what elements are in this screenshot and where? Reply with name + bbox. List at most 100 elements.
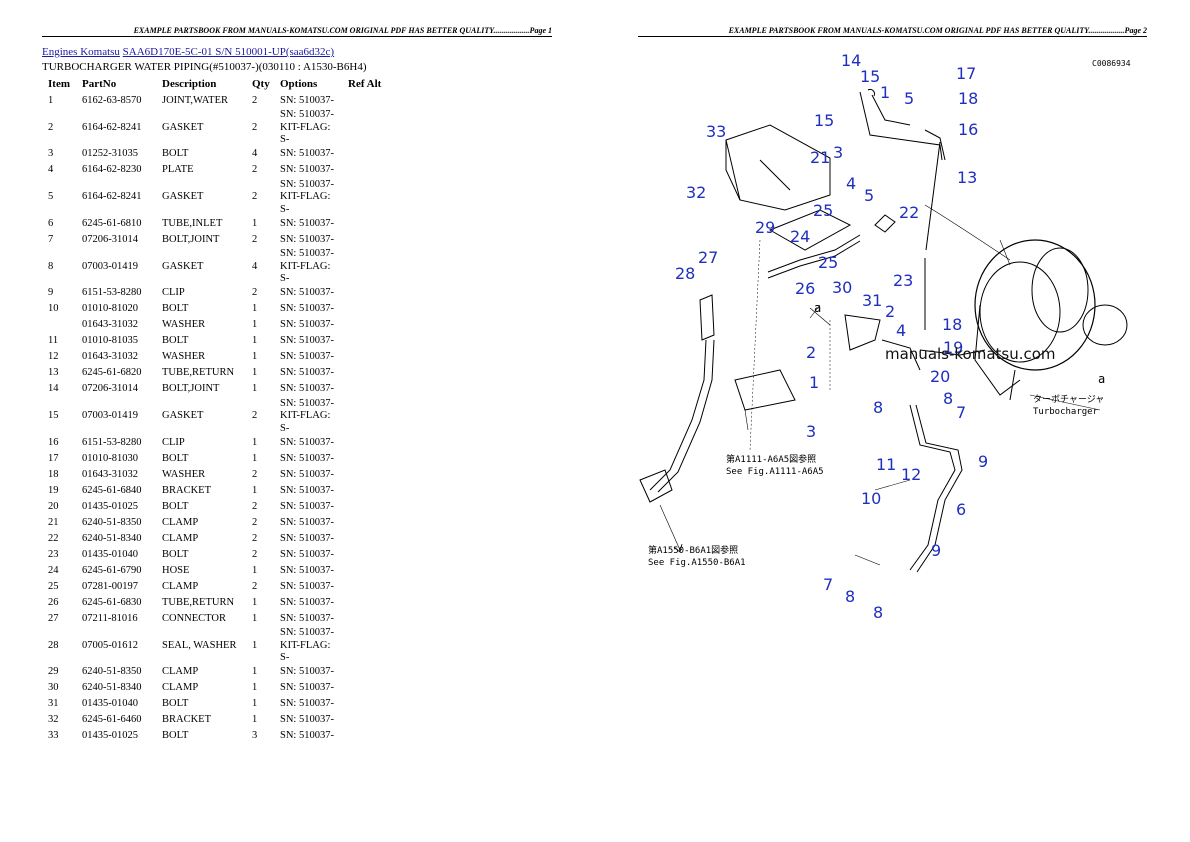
- callout-label: 23: [893, 271, 913, 290]
- callout-label: 5: [864, 186, 874, 205]
- cell-options: SN: 510037- KIT-FLAG: S-: [280, 397, 334, 434]
- breadcrumb-link-engines[interactable]: Engines Komatsu: [42, 46, 120, 58]
- column-header-ref-alt: Ref Alt: [348, 78, 382, 90]
- callout-label: 28: [675, 264, 695, 283]
- cell-ref-alt: [342, 382, 385, 398]
- cell-item: 9: [48, 287, 54, 299]
- page-header-right: EXAMPLE PARTSBOOK FROM MANUALS-KOMATSU.C…: [638, 26, 1147, 37]
- cell-ref-alt: [342, 563, 385, 579]
- cell-qty: 1: [252, 351, 258, 363]
- cell-ref-alt: [342, 179, 385, 217]
- cell-ref-alt: [342, 515, 385, 531]
- cell-partno: 6164-62-8230: [82, 164, 142, 176]
- cell-partno: 6245-61-6840: [82, 484, 142, 496]
- cell-description: TUBE,INLET: [162, 217, 223, 229]
- cell-options: SN: 510037- KIT-FLAG: S-: [280, 248, 334, 284]
- callout-label: 3: [833, 143, 843, 162]
- cell-options: SN: 510037-: [280, 564, 334, 576]
- callout-label: 27: [698, 248, 718, 267]
- cell-description: BOLT,JOINT: [162, 233, 220, 245]
- cell-qty: 1: [252, 714, 258, 726]
- cell-qty: 2: [252, 468, 258, 480]
- callout-label: 9: [931, 541, 941, 560]
- cell-description: CLAMP: [162, 666, 199, 678]
- cell-item: 18: [48, 468, 59, 480]
- cell-ref-alt: [342, 216, 385, 232]
- cell-ref-alt: [342, 713, 385, 729]
- cell-options: SN: 510037-: [280, 94, 334, 106]
- cell-partno: 01435-01025: [82, 500, 138, 512]
- cell-ref-alt: [342, 248, 385, 286]
- callout-label: 7: [956, 403, 966, 422]
- cell-item: 24: [48, 564, 59, 576]
- cell-description: CLAMP: [162, 580, 199, 592]
- cell-description: BOLT: [162, 335, 189, 347]
- cell-description: CONNECTOR: [162, 612, 226, 624]
- cell-description: BOLT: [162, 500, 189, 512]
- cell-item: 20: [48, 500, 59, 512]
- cell-item: 23: [48, 548, 59, 560]
- callout-label: 8: [845, 587, 855, 606]
- cell-item: 12: [48, 351, 59, 363]
- cell-description: JOINT,WATER: [162, 94, 229, 106]
- cell-partno: 6245-61-6460: [82, 714, 142, 726]
- cell-partno: 07206-31014: [82, 383, 138, 395]
- callout-label: 11: [876, 455, 896, 474]
- cell-ref-alt: [342, 435, 385, 451]
- cell-options: SN: 510037-: [280, 580, 334, 592]
- cell-item: 19: [48, 484, 59, 496]
- cell-partno: 07005-01612: [82, 639, 138, 651]
- cell-qty: 1: [252, 383, 258, 395]
- cell-partno: 01252-31035: [82, 148, 138, 160]
- callout-label: 13: [957, 168, 977, 187]
- cell-qty: 1: [252, 666, 258, 678]
- cell-qty: 2: [252, 121, 258, 133]
- cell-item: 4: [48, 164, 54, 176]
- cell-qty: 2: [252, 94, 258, 106]
- cell-qty: 1: [252, 612, 258, 624]
- breadcrumb-link-model[interactable]: SAA6D170E-5C-01 S/N 510001-UP(saa6d32c): [122, 46, 335, 58]
- callout-label: 8: [943, 389, 953, 408]
- cell-ref-alt: [342, 350, 385, 366]
- callout-label: 25: [813, 201, 833, 220]
- callout-label: 22: [899, 203, 919, 222]
- cell-qty: 2: [252, 548, 258, 560]
- cell-partno: 6162-63-8570: [82, 94, 142, 106]
- cell-ref-alt: [342, 451, 385, 467]
- column-header-options: Options: [280, 78, 318, 90]
- cell-options: SN: 510037-: [280, 468, 334, 480]
- cell-item: 13: [48, 367, 59, 379]
- line-art: [639, 89, 1128, 573]
- cell-partno: 01435-01040: [82, 698, 138, 710]
- cell-options: SN: 510037- KIT-FLAG: S-: [280, 627, 334, 663]
- cell-partno: 01010-81020: [82, 303, 138, 315]
- callout-label: 18: [958, 89, 978, 108]
- cell-partno: 07211-81016: [82, 612, 138, 624]
- cell-partno: 6240-51-8350: [82, 666, 142, 678]
- cell-item: 3: [48, 148, 54, 160]
- cell-qty: 2: [252, 233, 258, 245]
- cell-item: 7: [48, 233, 54, 245]
- cell-ref-alt: [342, 729, 385, 745]
- cell-qty: 1: [252, 335, 258, 347]
- cell-qty: 1: [252, 698, 258, 710]
- cell-options: SN: 510037-: [280, 217, 334, 229]
- callout-label: 10: [861, 489, 881, 508]
- cell-options: SN: 510037-: [280, 596, 334, 608]
- cell-description: BOLT: [162, 698, 189, 710]
- reference-letter: a: [814, 301, 821, 315]
